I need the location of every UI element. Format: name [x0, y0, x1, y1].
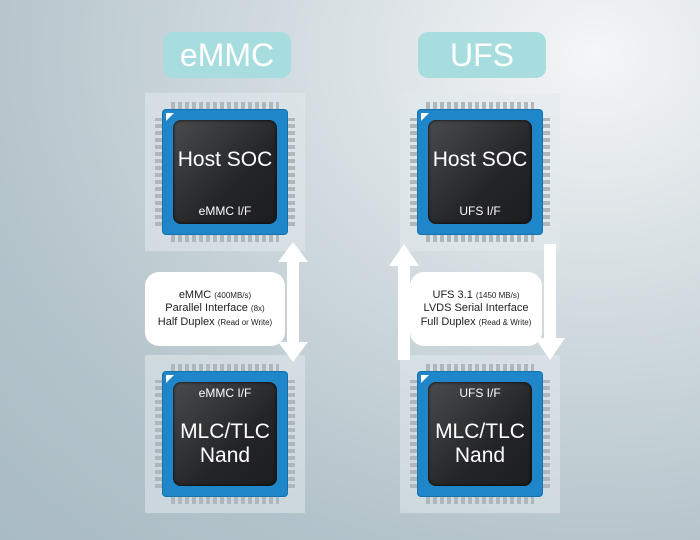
chip-interface: UFS I/F	[459, 386, 501, 400]
chip-pins	[287, 380, 295, 488]
emmc-nand-chip: eMMC I/F MLC/TLC Nand	[163, 372, 287, 496]
ufs-spec-box: UFS 3.1 (1450 MB/s) LVDS Serial Interfac…	[410, 272, 542, 346]
chip-pins	[410, 118, 418, 226]
chip-interface: UFS I/F	[459, 204, 501, 218]
ufs-nand-chip: UFS I/F MLC/TLC Nand	[418, 372, 542, 496]
chip-pins	[171, 364, 279, 372]
bidirectional-arrow-icon	[278, 242, 308, 362]
pin1-marker-icon	[166, 113, 174, 121]
emmc-title: eMMC	[163, 32, 291, 78]
chip-pins	[155, 118, 163, 226]
chip-interface: eMMC I/F	[198, 204, 252, 218]
chip-pins	[287, 118, 295, 226]
spec-line: Full Duplex (Read & Write)	[420, 315, 532, 328]
emmc-host-soc-chip: Host SOC eMMC I/F	[163, 110, 287, 234]
ufs-host-soc-chip: Host SOC UFS I/F	[418, 110, 542, 234]
chip-pins	[542, 380, 550, 488]
chip-interface: eMMC I/F	[198, 386, 252, 400]
emmc-spec-box: eMMC (400MB/s) Parallel Interface (8x) H…	[145, 272, 285, 346]
spec-line: UFS 3.1 (1450 MB/s)	[432, 288, 520, 301]
chip-label-line1: MLC/TLC	[180, 420, 270, 443]
chip-pins	[171, 496, 279, 504]
chip-pins	[410, 380, 418, 488]
spec-line: Half Duplex (Read or Write)	[157, 315, 273, 328]
ufs-title: UFS	[418, 32, 546, 78]
pin1-marker-icon	[166, 375, 174, 383]
chip-label: Host SOC	[432, 148, 528, 171]
spec-line: Parallel Interface (8x)	[165, 302, 265, 315]
chip-pins	[155, 380, 163, 488]
chip-pins	[171, 234, 279, 242]
chip-pins	[426, 364, 534, 372]
down-arrow-icon	[535, 244, 565, 360]
chip-pins	[426, 234, 534, 242]
chip-pins	[171, 102, 279, 110]
spec-line: LVDS Serial Interface	[423, 302, 529, 315]
chip-pins	[426, 102, 534, 110]
chip-label: Host SOC	[177, 148, 273, 171]
pin1-marker-icon	[421, 113, 429, 121]
chip-label-line1: MLC/TLC	[435, 420, 525, 443]
chip-label-line2: Nand	[454, 444, 506, 467]
up-arrow-icon	[389, 244, 419, 360]
chip-pins	[542, 118, 550, 226]
spec-line: eMMC (400MB/s)	[178, 288, 252, 301]
pin1-marker-icon	[421, 375, 429, 383]
chip-label-line2: Nand	[199, 444, 251, 467]
chip-pins	[426, 496, 534, 504]
